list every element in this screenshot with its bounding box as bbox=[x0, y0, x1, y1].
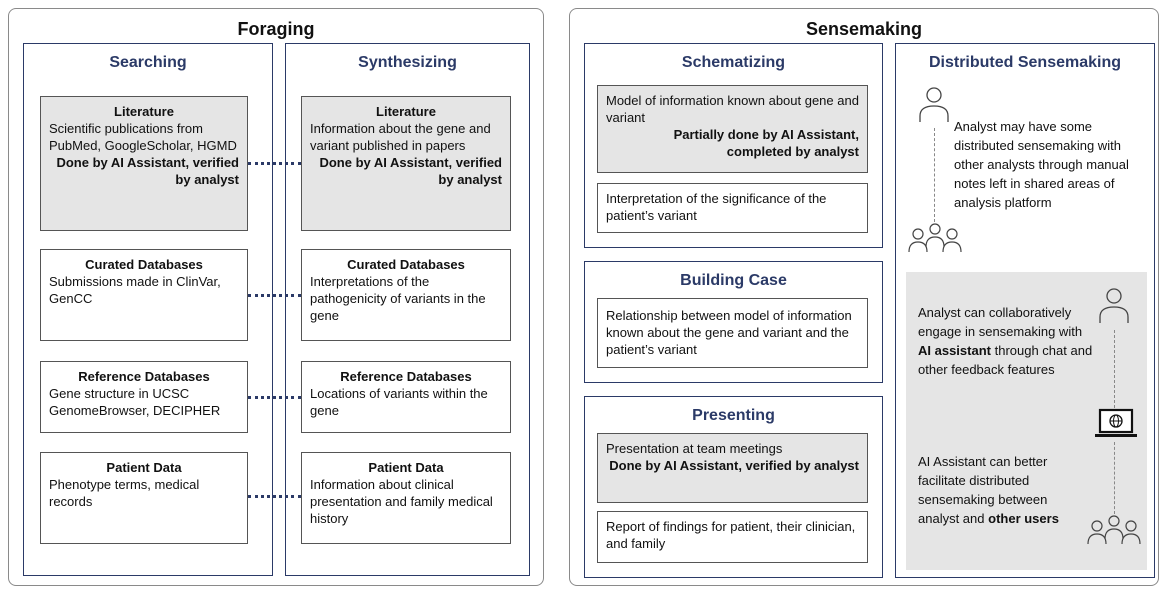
card-text: Relationship between model of informatio… bbox=[606, 308, 852, 357]
card-heading: Literature bbox=[376, 104, 436, 119]
dashed-link bbox=[1114, 442, 1115, 514]
synthesizing-panel: Synthesizing bbox=[285, 43, 530, 576]
card-text: Submissions made in ClinVar, GenCC bbox=[49, 274, 221, 306]
schematizing-model-card: Model of information known about gene an… bbox=[597, 85, 868, 173]
card-text: Information about clinical presentation … bbox=[310, 477, 493, 526]
connector-curated bbox=[248, 294, 301, 297]
card-heading: Reference Databases bbox=[340, 369, 472, 384]
card-text: Information about the gene and variant p… bbox=[310, 121, 491, 153]
synthesizing-literature-card: Literature Information about the gene an… bbox=[301, 96, 511, 231]
building-case-card: Relationship between model of informatio… bbox=[597, 298, 868, 368]
presenting-title: Presenting bbox=[692, 407, 775, 424]
connector-patient bbox=[248, 495, 301, 498]
card-text: Gene structure in UCSC GenomeBrowser, DE… bbox=[49, 386, 221, 418]
card-status: Done by AI Assistant, verified by analys… bbox=[319, 155, 502, 187]
synthesizing-patient-card: Patient Data Information about clinical … bbox=[301, 452, 511, 544]
card-heading: Patient Data bbox=[106, 460, 182, 475]
group-icon bbox=[1087, 515, 1141, 545]
searching-panel: Searching bbox=[23, 43, 273, 576]
distributed-title: Distributed Sensemaking bbox=[928, 54, 1122, 71]
distributed-text-ai-assistant: Analyst can collaboratively engage in se… bbox=[918, 303, 1096, 379]
searching-literature-card: Literature Scientific publications from … bbox=[40, 96, 248, 231]
synthesizing-reference-card: Reference Databases Locations of variant… bbox=[301, 361, 511, 433]
presenting-meetings-card: Presentation at team meetings Done by AI… bbox=[597, 433, 868, 503]
presenting-panel: Presenting bbox=[584, 396, 883, 578]
card-text: Locations of variants within the gene bbox=[310, 386, 488, 418]
synthesizing-curated-card: Curated Databases Interpretations of the… bbox=[301, 249, 511, 341]
card-text: Scientific publications from PubMed, Goo… bbox=[49, 121, 237, 153]
presenting-report-card: Report of findings for patient, their cl… bbox=[597, 511, 868, 563]
searching-curated-card: Curated Databases Submissions made in Cl… bbox=[40, 249, 248, 341]
searching-reference-card: Reference Databases Gene structure in UC… bbox=[40, 361, 248, 433]
distributed-text-analysts: Analyst may have some distributed sensem… bbox=[954, 119, 1129, 210]
text-emphasis: AI assistant bbox=[918, 343, 991, 358]
person-icon bbox=[1099, 288, 1129, 323]
searching-patient-card: Patient Data Phenotype terms, medical re… bbox=[40, 452, 248, 544]
group-icon bbox=[908, 223, 962, 253]
card-status: Done by AI Assistant, verified by analys… bbox=[56, 155, 239, 187]
card-text: Phenotype terms, medical records bbox=[49, 477, 200, 509]
schematizing-panel: Schematizing bbox=[584, 43, 883, 248]
sensemaking-title: Sensemaking bbox=[805, 19, 923, 39]
card-text: Interpretations of the pathogenicity of … bbox=[310, 274, 486, 323]
building-case-title: Building Case bbox=[680, 272, 787, 289]
card-text: Model of information known about gene an… bbox=[606, 93, 859, 125]
connector-literature bbox=[248, 162, 301, 165]
dashed-link bbox=[934, 128, 935, 222]
card-heading: Reference Databases bbox=[78, 369, 210, 384]
card-heading: Curated Databases bbox=[347, 257, 465, 272]
dashed-link bbox=[1114, 330, 1115, 408]
text-part: AI Assistant can better facilitate distr… bbox=[918, 454, 1048, 526]
card-text: Interpretation of the significance of th… bbox=[606, 191, 827, 223]
text-emphasis: other users bbox=[988, 511, 1059, 526]
searching-title: Searching bbox=[109, 54, 187, 71]
card-heading: Literature bbox=[114, 104, 174, 119]
sensemaking-section: Sensemaking bbox=[569, 8, 1159, 586]
card-text: Presentation at team meetings bbox=[606, 441, 783, 456]
card-status: Partially done by AI Assistant, complete… bbox=[673, 127, 859, 159]
text-part: Analyst can collaboratively engage in se… bbox=[918, 305, 1083, 339]
distributed-text-other-users: AI Assistant can better facilitate distr… bbox=[918, 452, 1088, 528]
card-status: Done by AI Assistant, verified by analys… bbox=[609, 458, 859, 473]
laptop-icon bbox=[1095, 408, 1137, 437]
card-heading: Curated Databases bbox=[85, 257, 203, 272]
schematizing-title: Schematizing bbox=[681, 54, 786, 71]
foraging-title: Foraging bbox=[237, 19, 315, 39]
text-part: through chat and other feedback features bbox=[918, 343, 1093, 377]
schematizing-interpretation-card: Interpretation of the significance of th… bbox=[597, 183, 868, 233]
distributed-panel: Distributed Sensemaking bbox=[895, 43, 1155, 578]
building-case-panel: Building Case bbox=[584, 261, 883, 383]
card-heading: Patient Data bbox=[368, 460, 444, 475]
connector-reference bbox=[248, 396, 301, 399]
person-icon bbox=[919, 87, 949, 122]
foraging-section: Foraging bbox=[8, 8, 544, 586]
synthesizing-title: Synthesizing bbox=[358, 54, 457, 71]
card-text: Report of findings for patient, their cl… bbox=[606, 519, 856, 551]
